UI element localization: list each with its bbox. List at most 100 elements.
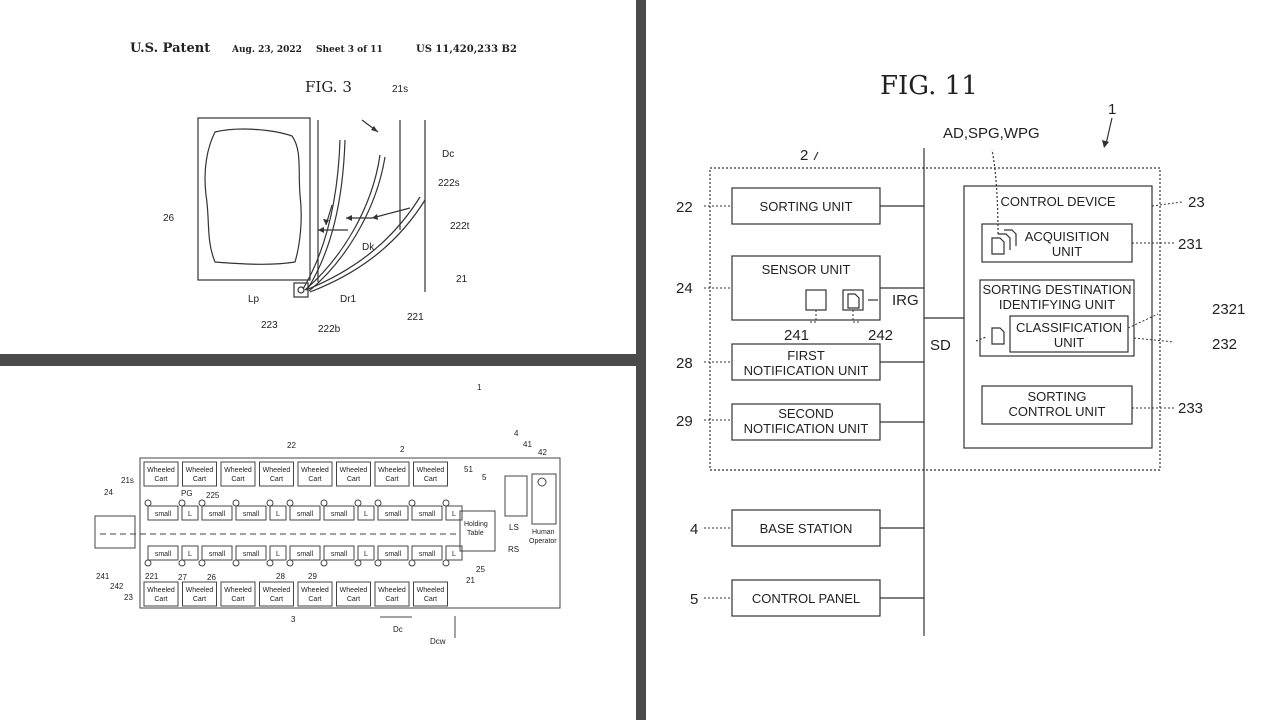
flap-pivot: [199, 560, 205, 566]
control-device-label: CONTROL DEVICE: [1000, 194, 1115, 209]
bin-frame: [198, 118, 310, 280]
layout-label-21s: 21s: [121, 476, 134, 485]
label-222s: 222s: [438, 178, 460, 189]
acquisition-label-2: UNIT: [1052, 244, 1082, 259]
layout-label-4: 4: [514, 429, 519, 438]
layout-label-41: 41: [523, 440, 532, 449]
fig11-ref-24: 24: [676, 280, 693, 297]
flap-pivot: [355, 500, 361, 506]
fig11-inputs-label: AD,SPG,WPG: [943, 125, 1040, 142]
wheeled-cart-label-top: Wheeled: [301, 587, 329, 594]
fig11-ref-23: 23: [1188, 194, 1205, 211]
wheeled-cart-label-top: Wheeled: [378, 467, 406, 474]
horizontal-divider: [0, 354, 636, 366]
flap-pivot: [409, 560, 415, 566]
arrow-3: [372, 208, 410, 218]
wheeled-cart-label-bottom: Cart: [231, 596, 244, 603]
layout-label-51: 51: [464, 465, 473, 474]
flap-pivot: [287, 560, 293, 566]
fig11-ref-4: 4: [690, 521, 698, 538]
fig3-panel: U.S. Patent Aug. 23, 2022 Sheet 3 of 11 …: [0, 0, 636, 354]
flap-1: [303, 140, 340, 289]
flap-pivot: [233, 560, 239, 566]
wheeled-cart-label-top: Wheeled: [186, 467, 214, 474]
wheeled-cart-label-bottom: Cart: [270, 596, 283, 603]
leader-sd: [976, 337, 986, 341]
fig3-title: FIG. 3: [305, 78, 352, 96]
label-dk: Dk: [362, 242, 375, 253]
layout-label-pg: PG: [181, 489, 193, 498]
flap-pivot: [145, 560, 151, 566]
flap-pivot: [375, 500, 381, 506]
wheeled-cart-label-top: Wheeled: [417, 587, 445, 594]
large-bin-label: L: [276, 551, 280, 558]
wheeled-cart-label-bottom: Cart: [231, 476, 244, 483]
first-notification-label-2: NOTIFICATION UNIT: [744, 363, 869, 378]
wheeled-cart-label-top: Wheeled: [263, 587, 291, 594]
small-bin-label: small: [209, 511, 226, 518]
flap-pivot: [179, 560, 185, 566]
bin-body: [205, 129, 301, 264]
vertical-divider: [636, 0, 646, 720]
classification-label-1: CLASSIFICATION: [1016, 320, 1122, 335]
layout-label-dc: Dc: [393, 625, 403, 634]
layout-label-rs: RS: [508, 545, 519, 554]
layout-label-29: 29: [308, 572, 317, 581]
layout-label-22: 22: [287, 441, 296, 450]
flap-pivot: [321, 500, 327, 506]
large-bin-label: L: [364, 551, 368, 558]
patent-header-left: U.S. Patent: [130, 41, 210, 56]
fig11-ref-241: 241: [784, 327, 809, 344]
arrowhead-4: [323, 219, 329, 225]
label-222b: 222b: [318, 324, 341, 335]
small-bin-label: small: [331, 511, 348, 518]
fig11-ref-22: 22: [676, 199, 693, 216]
layout-label-241: 241: [96, 572, 110, 581]
pivot-circle: [298, 287, 304, 293]
base-station: [505, 476, 527, 516]
label-21s: 21s: [392, 84, 408, 95]
sorting-control-label-1: SORTING: [1028, 389, 1087, 404]
small-bin-label: small: [385, 551, 402, 558]
large-bin-label: L: [188, 511, 192, 518]
flap-pivot: [179, 500, 185, 506]
wheeled-cart-label-bottom: Cart: [193, 476, 206, 483]
wheeled-cart-label-top: Wheeled: [340, 467, 368, 474]
label-dc: Dc: [442, 149, 454, 160]
sorting-unit-label: SORTING UNIT: [760, 199, 853, 214]
wheeled-cart-label-bottom: Cart: [154, 476, 167, 483]
layout-label-5: 5: [482, 473, 487, 482]
human-operator-box: [532, 474, 556, 524]
label-dr1: Dr1: [340, 294, 357, 305]
first-notification-label-1: FIRST: [787, 348, 825, 363]
wheeled-cart-label-bottom: Cart: [347, 596, 360, 603]
flap-pivot: [443, 500, 449, 506]
arrowhead-1: [318, 227, 324, 233]
layout-label-2: 2: [400, 445, 405, 454]
wheeled-cart-label-bottom: Cart: [193, 596, 206, 603]
wheeled-cart-label-top: Wheeled: [147, 587, 175, 594]
human-head: [538, 478, 546, 486]
small-bin-label: small: [331, 551, 348, 558]
label-223: 223: [261, 320, 278, 331]
flap-2-edge: [309, 157, 385, 291]
layout-label-225: 225: [206, 491, 220, 500]
layout-label-1: 1: [477, 383, 482, 392]
holding-label-1: Holding: [464, 521, 488, 528]
irg-doc-icon: [848, 294, 859, 308]
second-notification-label-2: NOTIFICATION UNIT: [744, 421, 869, 436]
arrowhead-3: [372, 214, 378, 220]
small-bin-label: small: [155, 511, 172, 518]
patent-header-date: Aug. 23, 2022: [231, 45, 302, 55]
wheeled-cart-label-bottom: Cart: [270, 476, 283, 483]
holding-label-2: Table: [467, 530, 484, 537]
fig11-ref-1: 1: [1108, 101, 1116, 118]
wheeled-cart-label-bottom: Cart: [424, 476, 437, 483]
large-bin-label: L: [452, 511, 456, 518]
fig11-panel: FIG. 11: [646, 0, 1280, 720]
large-bin-label: L: [364, 511, 368, 518]
fig11-ref-5: 5: [690, 591, 698, 608]
flap-pivot: [287, 500, 293, 506]
flap-pivot: [199, 500, 205, 506]
wheeled-cart-label-bottom: Cart: [424, 596, 437, 603]
